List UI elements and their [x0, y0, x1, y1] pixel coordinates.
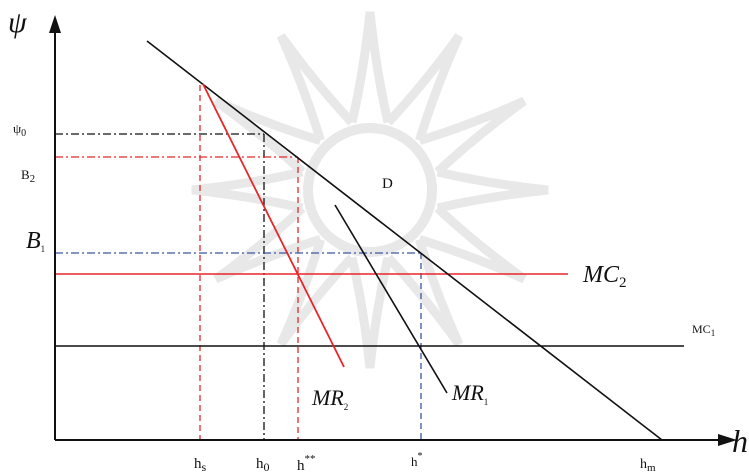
- watermark-spike: [347, 11, 393, 124]
- hs-label: hs: [194, 456, 207, 473]
- watermark-spike: [276, 238, 356, 347]
- watermark-spike: [384, 238, 464, 347]
- mr2-line: [202, 83, 345, 368]
- x-axis-label: h: [732, 423, 748, 459]
- watermark-spike: [213, 204, 322, 284]
- watermark-spike: [347, 256, 393, 369]
- hm-label: hm: [640, 457, 656, 473]
- y-axis-label: ψ: [8, 6, 28, 39]
- hss-label: h**: [297, 453, 316, 473]
- watermark-ring: [303, 123, 437, 257]
- mc1-label: MC1: [692, 322, 715, 338]
- psi0-label: ψ0: [13, 121, 26, 139]
- y-axis-arrow-icon: [49, 15, 61, 33]
- watermark-spike: [418, 96, 527, 176]
- h0-label: h0: [256, 456, 270, 473]
- watermark-spike: [191, 167, 304, 213]
- b1-label: B1: [26, 228, 45, 254]
- watermark-spike: [276, 33, 356, 142]
- watermark-spike: [436, 167, 549, 213]
- mc2-label: MC2: [582, 262, 627, 291]
- x-axis-arrow-icon: [718, 434, 737, 446]
- watermark-spike: [384, 33, 464, 142]
- demand-label: D: [382, 176, 393, 192]
- hstar-label: h*: [411, 451, 423, 469]
- watermark-emblem: [191, 11, 549, 369]
- b2-label: B2: [21, 167, 35, 185]
- mr1-label: MR1: [451, 380, 488, 407]
- demand-line: [146, 40, 663, 441]
- watermark-spike: [213, 96, 322, 176]
- watermark-spike: [418, 204, 527, 284]
- mr1-line: [334, 204, 448, 394]
- mr2-label: MR2: [311, 385, 348, 412]
